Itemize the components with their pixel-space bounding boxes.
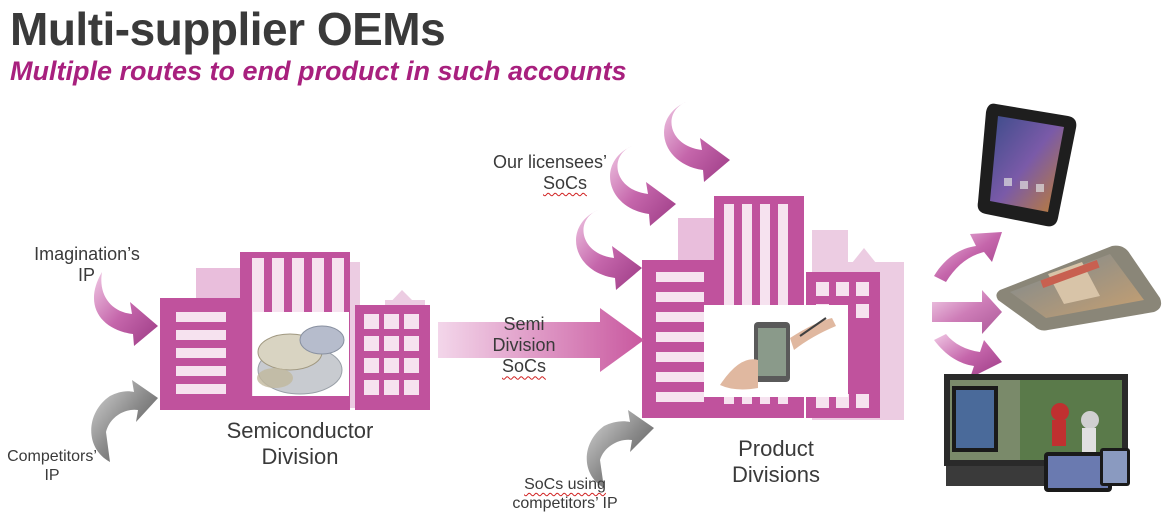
licensee-soc-arrow-3 bbox=[576, 210, 642, 290]
phone-repair-photo bbox=[704, 305, 848, 397]
licensees-socs-label: Our licensees’ SoCs bbox=[470, 152, 630, 194]
socs-competitors-ip-label: SoCs using competitors’ IP bbox=[500, 476, 630, 514]
product-divisions-label: Product Divisions bbox=[696, 436, 856, 488]
imagination-ip-arrow bbox=[93, 272, 158, 346]
competitor-socs-arrow bbox=[586, 410, 654, 488]
licensees-socs-line-2: SoCs bbox=[542, 173, 587, 194]
product-divisions-line-2: Divisions bbox=[731, 461, 821, 487]
imagination-ip-line-1: Imagination’s bbox=[34, 244, 140, 264]
socs-competitors-ip-line-2: competitors’ IP bbox=[512, 494, 618, 512]
smartphone-icon bbox=[977, 103, 1077, 227]
slide-title: Multi-supplier OEMs bbox=[10, 3, 446, 55]
tablet-icon bbox=[996, 245, 1162, 331]
competitors-ip-label: Competitors’ IP bbox=[2, 448, 102, 486]
semi-division-socs-arrow bbox=[438, 308, 644, 372]
semiconductor-division-label: Semiconductor Division bbox=[200, 418, 400, 470]
competitors-ip-line-1: Competitors’ bbox=[7, 448, 97, 465]
semi-division-socs-line-3: SoCs bbox=[501, 356, 546, 377]
licensee-soc-arrow-2 bbox=[610, 146, 676, 226]
tv-and-tablets-icon bbox=[944, 374, 1130, 492]
slide-subtitle: Multiple routes to end product in such a… bbox=[10, 56, 627, 86]
semiconductor-division-line-1: Semiconductor bbox=[226, 418, 374, 443]
competitors-ip-arrow bbox=[91, 380, 158, 462]
licensee-soc-arrow-1 bbox=[664, 102, 730, 182]
imagination-ip-label: Imagination’s IP bbox=[22, 244, 152, 286]
semi-division-socs-label: Semi Division SoCs bbox=[474, 314, 574, 378]
wafers-photo bbox=[253, 312, 349, 396]
semi-division-socs-line-1: Semi bbox=[503, 314, 545, 334]
semiconductor-division-line-2: Division bbox=[261, 443, 339, 469]
semi-division-socs-line-2: Division bbox=[492, 335, 556, 356]
socs-competitors-ip-line-1: SoCs using bbox=[524, 476, 606, 493]
device-arrow-tv bbox=[934, 334, 1002, 378]
device-arrow-tablet bbox=[932, 290, 1002, 334]
product-divisions-line-1: Product bbox=[738, 436, 814, 461]
licensees-socs-line-1: Our licensees’ bbox=[492, 152, 608, 172]
imagination-ip-line-2: IP bbox=[78, 265, 96, 286]
device-arrow-phone bbox=[934, 232, 1002, 282]
competitors-ip-line-2: IP bbox=[44, 466, 60, 484]
